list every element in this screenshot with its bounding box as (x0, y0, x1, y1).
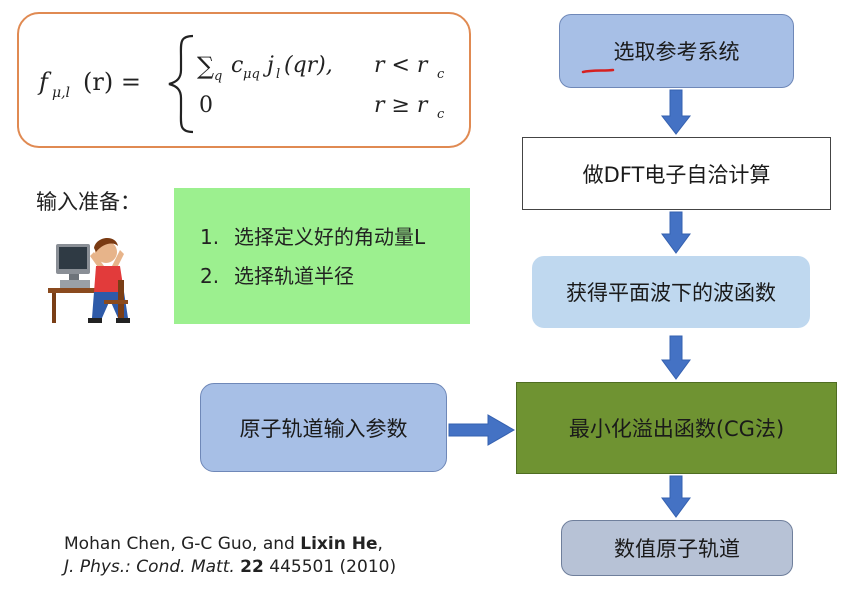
step-item: 1. 选择定义好的角动量L (200, 218, 470, 257)
formula-bessel: j (262, 53, 274, 78)
formula-sum-sub: q (214, 69, 222, 84)
formula-cond-1-sub: c (437, 67, 445, 82)
input-steps-box: 1. 选择定义好的角动量L 2. 选择轨道半径 (174, 188, 470, 324)
formula-lhs-sub: μ,l (52, 85, 70, 101)
orbital-input-params-box: 原子轨道输入参数 (200, 383, 447, 472)
arrow-right-icon (448, 414, 516, 446)
formula-cond-1: r < r (374, 53, 429, 78)
person-at-computer-icon (48, 237, 130, 323)
plane-wave-function-label: 获得平面波下的波函数 (566, 281, 776, 305)
select-reference-system-label: 选取参考系统 (613, 40, 740, 64)
citation-journal: J. Phys.: Cond. Matt. (64, 557, 235, 577)
input-prep-label: 输入准备： (36, 190, 141, 214)
citation-authors: Mohan Chen, G-C Guo, and Lixin He, (64, 534, 383, 554)
minimize-spillage-box: 最小化溢出函数(CG法) (516, 382, 837, 474)
step-number: 1. (200, 225, 220, 249)
arrow-down-icon (661, 335, 691, 380)
formula-coef-sub: μq (243, 67, 260, 82)
formula-cond-2-sub: c (437, 107, 445, 122)
formula-brace (168, 34, 194, 134)
arrow-down-icon (660, 89, 692, 135)
minimize-spillage-label: 最小化溢出函数(CG法) (568, 417, 785, 441)
step-number: 2. (200, 264, 220, 288)
numeric-atomic-orbital-box: 数值原子轨道 (561, 520, 793, 576)
formula-coef: c (231, 53, 243, 78)
orbital-input-params-label: 原子轨道输入参数 (239, 416, 408, 441)
dft-calculation-label: 做DFT电子自洽计算 (582, 162, 771, 187)
plane-wave-function-box: 获得平面波下的波函数 (532, 256, 810, 328)
formula-lhs-arg: (r) = (83, 68, 141, 96)
formula-bessel-arg: (qr), (284, 53, 333, 78)
step-item: 2. 选择轨道半径 (200, 257, 470, 296)
citation: Mohan Chen, G-C Guo, and Lixin He, J. Ph… (64, 533, 396, 579)
step-text: 选择轨道半径 (234, 264, 354, 288)
step-text: 选择定义好的角动量L (234, 225, 426, 249)
dft-calculation-box: 做DFT电子自洽计算 (522, 137, 831, 210)
formula-zero: 0 (199, 93, 213, 118)
arrow-down-icon (661, 211, 691, 254)
formula-sum-symbol: ∑ (197, 52, 214, 80)
arrow-down-icon (661, 475, 691, 518)
formula-bessel-sub: l (276, 67, 280, 82)
piecewise-formula: f μ,l (r) = ∑ q c μq j l (qr), r < r c 0… (37, 34, 445, 134)
formula-box: f μ,l (r) = ∑ q c μq j l (qr), r < r c 0… (17, 12, 471, 148)
select-reference-system-box: 选取参考系统 (559, 14, 794, 88)
formula-lhs: f (37, 68, 52, 96)
citation-journal-line: J. Phys.: Cond. Matt. 22 445501 (2010) (64, 556, 396, 579)
formula-cond-2: r ≥ r (374, 93, 429, 118)
numeric-atomic-orbital-label: 数值原子轨道 (614, 537, 740, 561)
citation-author-bold: Lixin He (300, 534, 378, 554)
citation-volume: 22 (240, 557, 264, 577)
citation-pages-year: 445501 (2010) (269, 557, 397, 577)
